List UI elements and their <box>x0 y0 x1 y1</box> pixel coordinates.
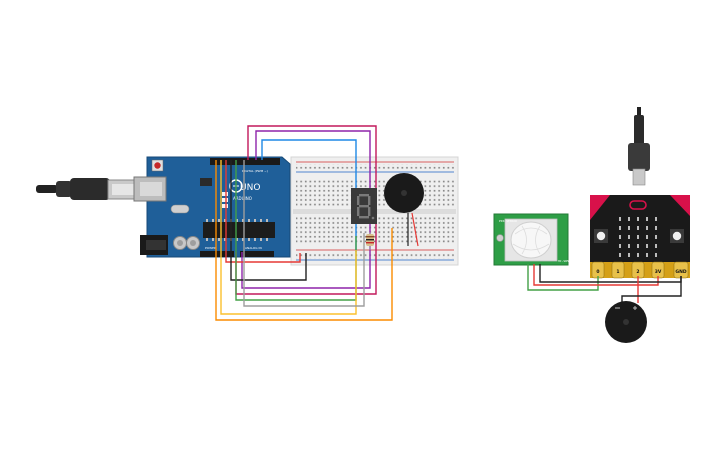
microbit-pin-label-1: 1 <box>616 269 619 275</box>
capacitor <box>173 236 200 250</box>
microbit-logo-icon[interactable] <box>629 200 647 210</box>
microbit-pin-1[interactable] <box>611 261 625 279</box>
reset-button-icon[interactable] <box>151 159 164 172</box>
microbit-button-b[interactable] <box>670 229 684 243</box>
resistor[interactable] <box>366 232 374 250</box>
usb-cable-icon[interactable] <box>36 178 139 200</box>
arduino-model-label: UNO <box>240 183 260 193</box>
pir-trim-icon[interactable] <box>496 234 504 242</box>
microbit-pin-label-0: 0 <box>596 269 599 275</box>
microbit-button-a[interactable] <box>594 229 608 243</box>
microbit-wires[interactable] <box>527 264 682 303</box>
microbit-board[interactable]: 0 1 2 3V GND <box>590 195 690 279</box>
seven-segment-display[interactable]: 8 <box>351 188 377 224</box>
microbit-usb-cable-icon[interactable] <box>628 107 650 186</box>
microbit-led-matrix <box>619 217 657 257</box>
microbit-pin-label-gnd: GND <box>675 269 686 275</box>
pir-sensor[interactable]: PIR SENSOR HC-SR501 <box>493 213 573 266</box>
arduino-analog-label: ANALOG IN <box>245 246 262 250</box>
pir-left-label: PIR SENSOR <box>499 219 517 223</box>
arduino-power-label: POWER <box>205 246 216 250</box>
arduino-brand-label: ARDUINO <box>233 196 252 201</box>
piezo-buzzer-microbit[interactable] <box>605 301 647 343</box>
arduino-digital-label: DIGITAL (PWM ~) <box>242 169 268 173</box>
arduino-board[interactable]: UNO ARDUINO DIGITAL (PWM ~) POWER ANALOG… <box>133 156 291 258</box>
microbit-pin-label-2: 2 <box>636 269 639 275</box>
microbit-pin-label-3v: 3V <box>655 269 662 275</box>
piezo-buzzer-arduino[interactable] <box>384 173 424 247</box>
seven-segment-digit-icon <box>357 194 375 220</box>
pir-right-label: HC-SR501 <box>558 259 573 263</box>
power-jack-icon <box>140 235 168 255</box>
arduino-wires[interactable] <box>215 125 393 321</box>
